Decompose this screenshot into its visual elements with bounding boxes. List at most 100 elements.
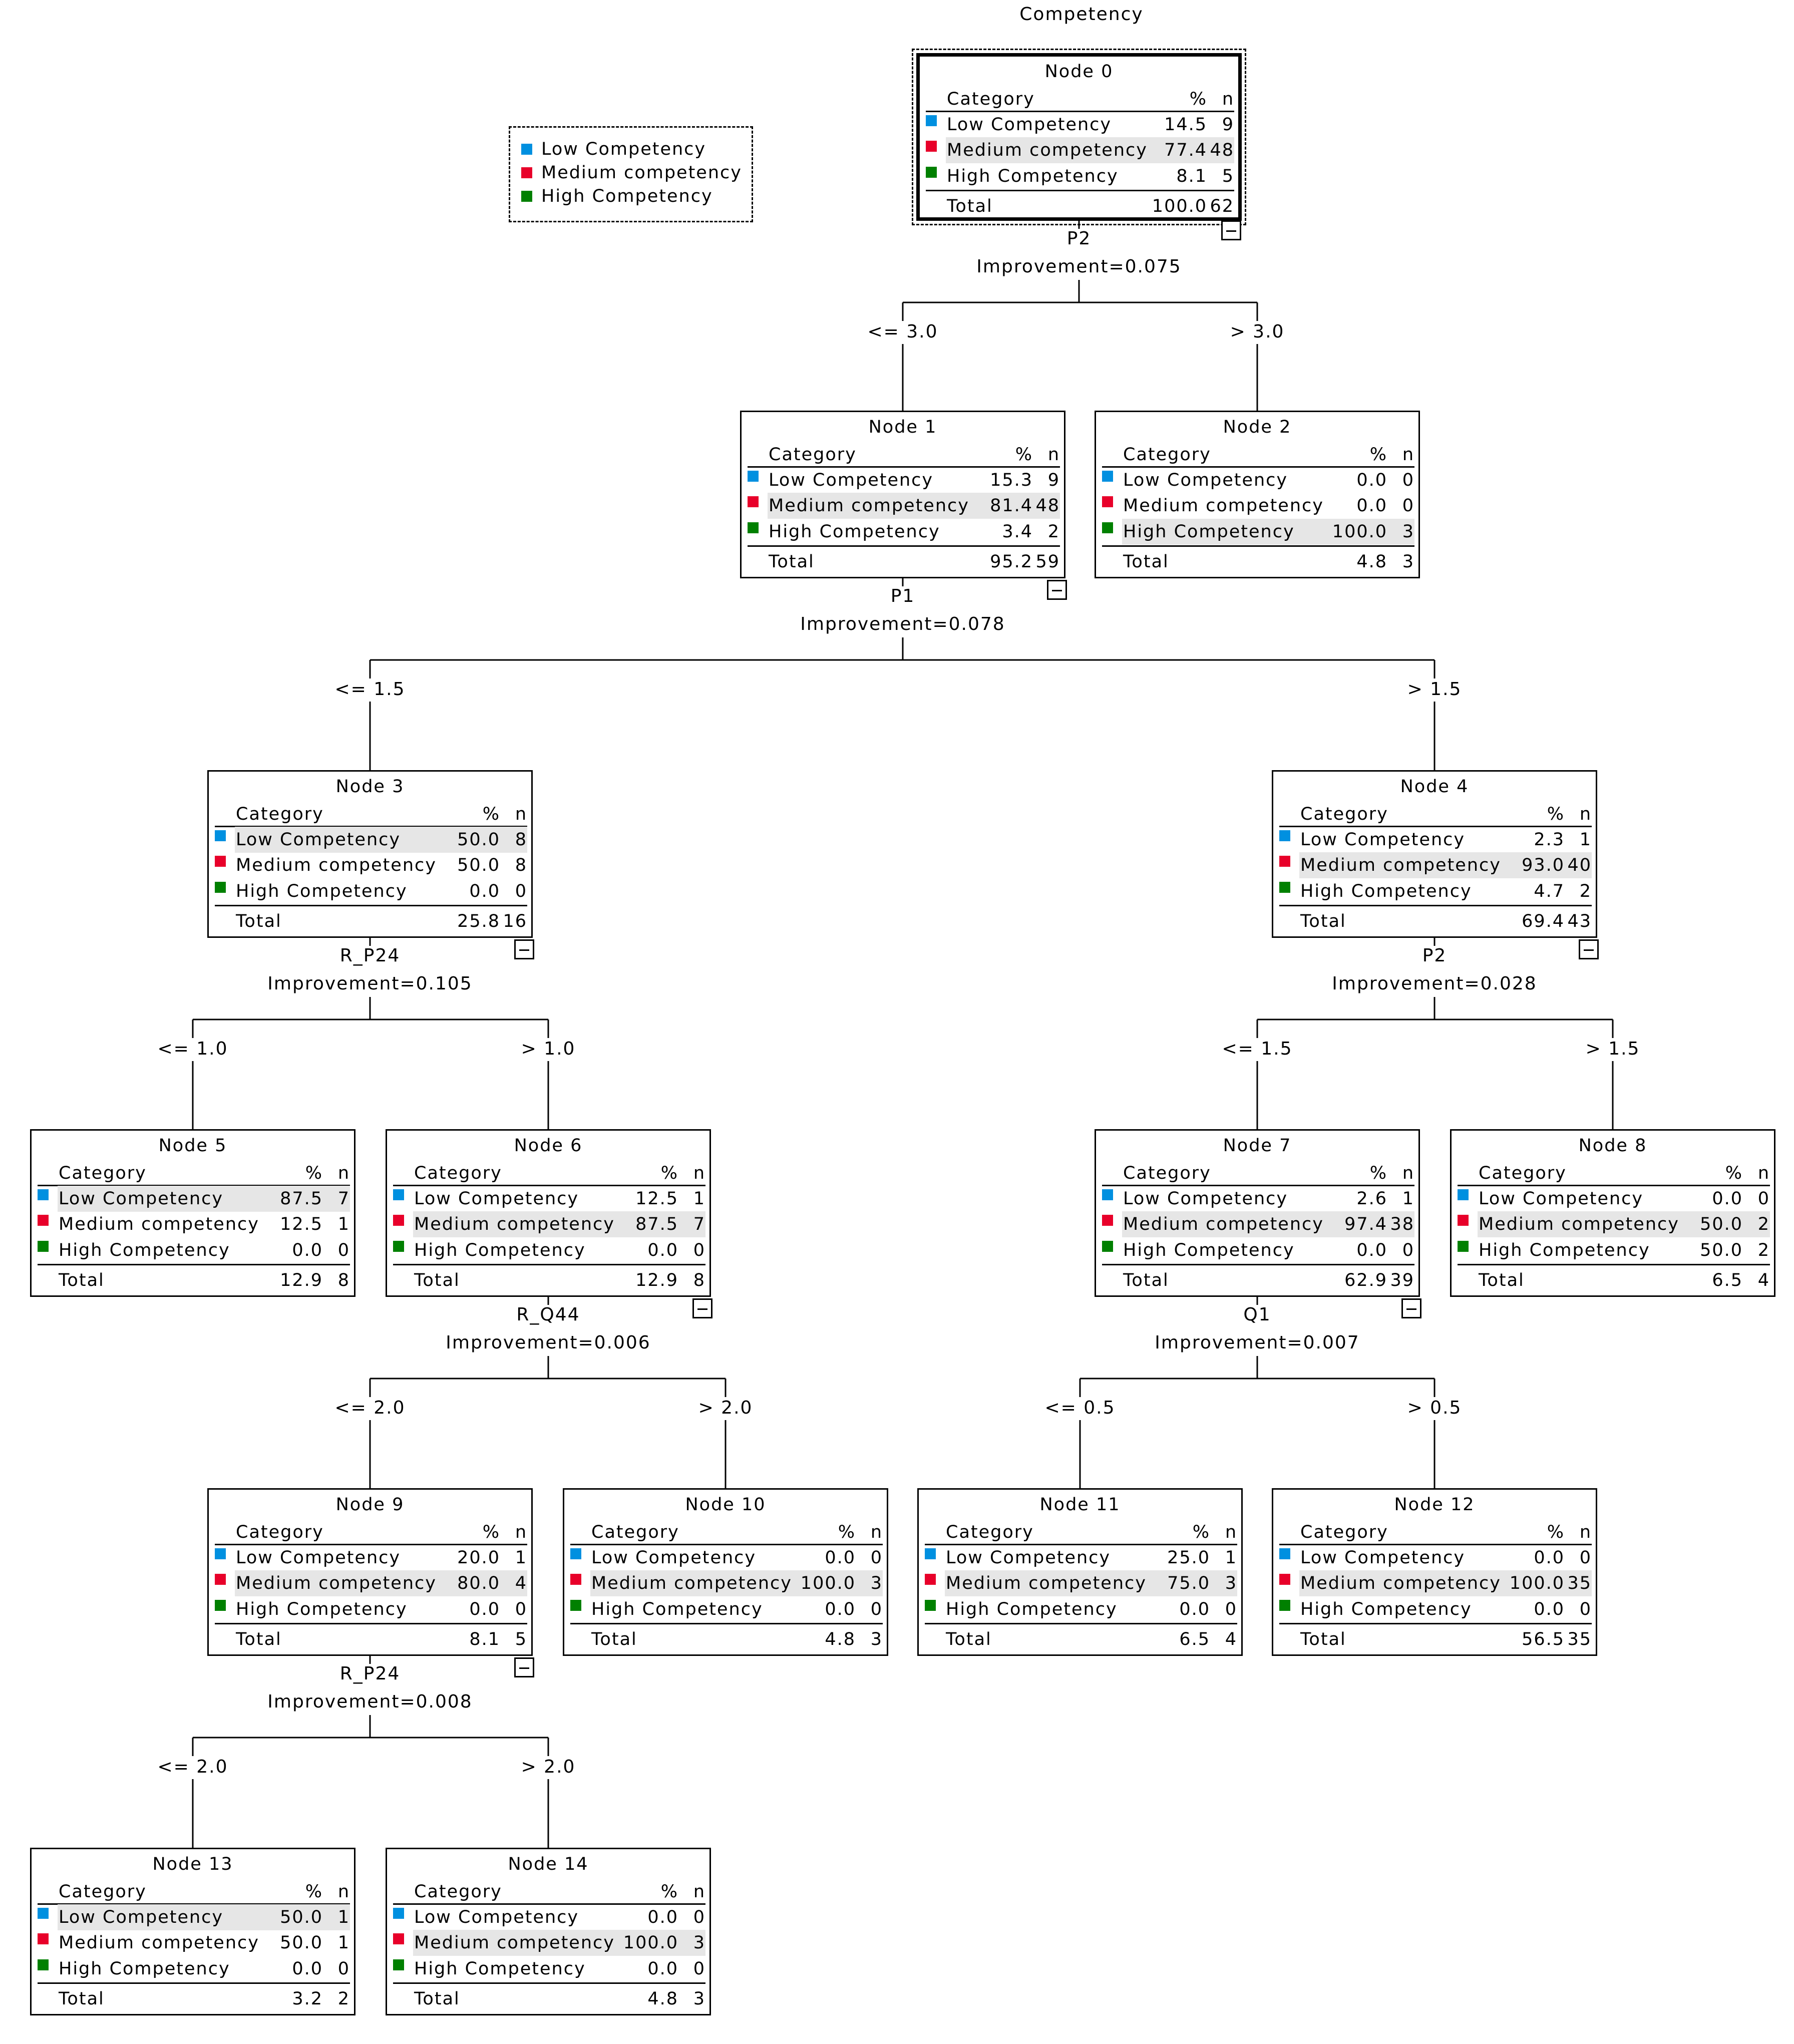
row-n: 0	[870, 1548, 883, 1568]
row-category: Low Competency	[236, 830, 401, 850]
row-n: 1	[337, 1933, 350, 1953]
swatch-high	[393, 1959, 404, 1970]
swatch-low	[1102, 471, 1113, 482]
swatch-high	[38, 1959, 49, 1970]
header-percent: %	[660, 1163, 678, 1183]
row-category: Medium competency	[236, 855, 437, 875]
row-n: 0	[1402, 1240, 1414, 1260]
total-label: Total	[1479, 1270, 1525, 1290]
node-table-header: Category%n	[38, 1880, 350, 1905]
header-n: n	[1579, 1522, 1592, 1542]
row-n: 1	[337, 1907, 350, 1927]
collapse-toggle-icon[interactable]	[514, 1657, 534, 1677]
swatch-medium	[1458, 1215, 1469, 1226]
swatch-medium	[393, 1215, 404, 1226]
legend-item-high: High Competency	[521, 185, 752, 208]
header-category: Category	[236, 1522, 324, 1542]
swatch-low	[393, 1908, 404, 1919]
row-percent: 80.0	[457, 1573, 500, 1593]
header-category: Category	[1123, 445, 1211, 465]
total-percent: 3.2	[292, 1989, 323, 2009]
collapse-toggle-icon[interactable]	[514, 939, 534, 959]
total-n: 62	[1210, 196, 1234, 216]
collapse-toggle-icon[interactable]	[1579, 939, 1599, 959]
total-percent: 56.5	[1522, 1629, 1565, 1649]
header-percent: %	[660, 1882, 678, 1902]
row-n: 0	[1579, 1548, 1592, 1568]
row-percent: 4.7	[1534, 881, 1565, 901]
total-n: 59	[1035, 552, 1060, 572]
header-category: Category	[769, 445, 857, 465]
row-category: Medium competency	[414, 1933, 615, 1953]
total-label: Total	[414, 1270, 460, 1290]
node-title: Node 5	[158, 1136, 227, 1156]
header-percent: %	[482, 1522, 500, 1542]
row-n: 48	[1210, 140, 1234, 160]
row-category: High Competency	[236, 1599, 408, 1619]
collapse-toggle-icon[interactable]	[1401, 1298, 1421, 1318]
total-n: 16	[503, 911, 527, 931]
row-n: 0	[1402, 470, 1414, 490]
row-percent: 25.0	[1167, 1548, 1210, 1568]
collapse-toggle-icon[interactable]	[1221, 220, 1241, 240]
row-category: Low Competency	[1123, 470, 1288, 490]
collapse-toggle-icon[interactable]	[1047, 580, 1067, 600]
total-label: Total	[236, 911, 282, 931]
header-n: n	[515, 1522, 527, 1542]
header-category: Category	[236, 804, 324, 824]
total-percent: 62.9	[1344, 1270, 1387, 1290]
row-percent: 93.0	[1522, 855, 1565, 875]
swatch-high	[926, 167, 937, 178]
header-category: Category	[59, 1163, 147, 1183]
header-category: Category	[946, 1522, 1034, 1542]
swatch-medium	[1279, 856, 1290, 867]
row-percent: 2.6	[1356, 1189, 1387, 1209]
header-n: n	[1402, 1163, 1414, 1183]
collapse-toggle-icon[interactable]	[692, 1298, 712, 1318]
header-n: n	[1222, 89, 1234, 109]
tree-title: Competency	[1019, 4, 1144, 25]
total-n: 8	[693, 1270, 705, 1290]
row-percent: 12.5	[635, 1189, 678, 1209]
swatch-medium	[926, 141, 937, 152]
total-percent: 12.9	[280, 1270, 323, 1290]
swatch-low	[215, 830, 226, 841]
row-n: 48	[1035, 496, 1060, 516]
row-n: 2	[1757, 1240, 1770, 1260]
total-n: 5	[515, 1629, 527, 1649]
header-category: Category	[414, 1882, 502, 1902]
split-right-condition: > 1.5	[1407, 679, 1462, 700]
